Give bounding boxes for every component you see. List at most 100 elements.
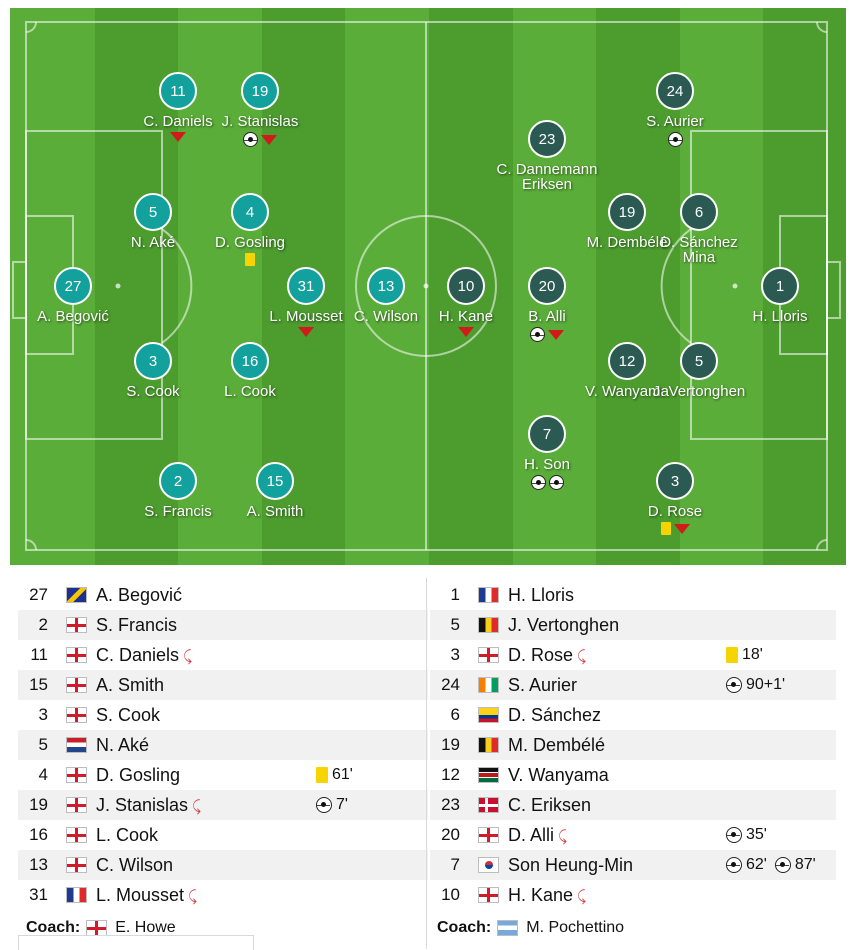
goal-ball-icon (548, 475, 564, 490)
lineup-row[interactable]: 3 S. Cook (18, 700, 428, 730)
kor-flag-icon (478, 857, 499, 873)
substitution-arrow-icon: ⤹ (192, 797, 202, 815)
shirt-number-disc: 19 (608, 193, 646, 231)
player-name[interactable]: J. Stanislas⤹ (96, 795, 201, 816)
shirt-number-disc: 3 (656, 462, 694, 500)
shirt-number: 3 (38, 705, 48, 724)
shirt-number-disc: 2 (159, 462, 197, 500)
away-coach-name[interactable]: M. Pochettino (526, 919, 625, 936)
player-name-text: C. Eriksen (508, 795, 592, 815)
player-name[interactable]: C. Eriksen (508, 795, 591, 816)
shirt-number-disc: 5 (680, 342, 718, 380)
substitution-arrow-icon: ⤹ (188, 887, 198, 905)
player-name[interactable]: S. Francis (96, 615, 177, 636)
goal-ball-icon (530, 327, 545, 342)
pitch-player-name: J. Stanislas (221, 113, 299, 130)
substitution-out-icon (170, 132, 186, 142)
player-name-text: H. Lloris (508, 585, 575, 605)
pitch-player-name: V. Wanyama (585, 383, 669, 400)
shirt-number: 5 (450, 615, 460, 634)
event-minute: 62' (746, 856, 767, 873)
pitch-stripe (678, 8, 764, 565)
coach-label: Coach: (437, 919, 492, 936)
substitution-out-icon (673, 523, 690, 534)
shirt-number: 11 (30, 645, 48, 664)
player-name[interactable]: A. Begović (96, 585, 182, 606)
pitch-player-name: M. Dembélé (586, 234, 668, 251)
player-name[interactable]: H. Kane⤹ (508, 885, 586, 906)
bih-flag-icon (66, 587, 87, 603)
player-name[interactable]: S. Aurier (508, 675, 577, 696)
player-name-text: D. Gosling (96, 765, 181, 785)
player-name[interactable]: H. Lloris (508, 585, 574, 606)
shirt-number-disc: 24 (656, 72, 694, 110)
player-name[interactable]: C. Wilson (96, 855, 173, 876)
pitch-player-name: B. Alli (528, 308, 566, 325)
player-name-text: Son Heung-Min (508, 855, 634, 875)
player-name[interactable]: V. Wanyama (508, 765, 609, 786)
player-name[interactable]: L. Cook (96, 825, 158, 846)
player-events: 90+1' (726, 676, 789, 694)
shirt-number: 3 (450, 645, 460, 664)
player-name[interactable]: S. Cook (96, 705, 160, 726)
lineup-divider (426, 578, 427, 949)
player-name[interactable]: Son Heung-Min (508, 855, 633, 876)
player-name-text: L. Mousset (96, 885, 185, 905)
player-name[interactable]: L. Mousset⤹ (96, 885, 197, 906)
substitution-arrow-icon: ⤹ (577, 887, 587, 905)
event-minute: 61' (332, 766, 353, 783)
goal-ball-icon (726, 677, 742, 693)
col-flag-icon (478, 707, 499, 723)
pitch-player-events (615, 522, 735, 535)
player-name[interactable]: D. Sánchez (508, 705, 601, 726)
lineup-row[interactable]: 11 C. Daniels⤹ (18, 640, 428, 670)
player-name[interactable]: D. Rose⤹ (508, 645, 586, 666)
player-name[interactable]: D. Gosling (96, 765, 180, 786)
fra-flag-icon (66, 887, 87, 903)
player-name[interactable]: J. Vertonghen (508, 615, 619, 636)
player-name-text: C. Wilson (96, 855, 174, 875)
eng-flag-icon (66, 677, 87, 693)
player-events: 35' (726, 826, 771, 844)
player-name[interactable]: A. Smith (96, 675, 164, 696)
pitch-player-events (200, 132, 320, 147)
player-name[interactable]: N. Aké (96, 735, 149, 756)
civ-flag-icon (478, 677, 499, 693)
player-name[interactable]: M. Dembélé (508, 735, 605, 756)
away-coach: Coach: M. Pochettino (437, 919, 624, 937)
shirt-number-disc: 1 (761, 267, 799, 305)
england-flag-icon (86, 920, 108, 936)
lineup-row[interactable]: 5 J. Vertonghen (430, 610, 836, 640)
argentina-flag-icon (497, 920, 519, 936)
home-coach-name[interactable]: E. Howe (115, 919, 176, 936)
shirt-number-disc: 31 (287, 267, 325, 305)
player-name[interactable]: C. Daniels⤹ (96, 645, 192, 666)
pitch-player-events (118, 132, 238, 142)
player-name[interactable]: D. Alli⤹ (508, 825, 567, 846)
player-events: 7' (316, 796, 352, 814)
eng-flag-icon (66, 827, 87, 843)
player-name-text: D. Sánchez (508, 705, 602, 725)
